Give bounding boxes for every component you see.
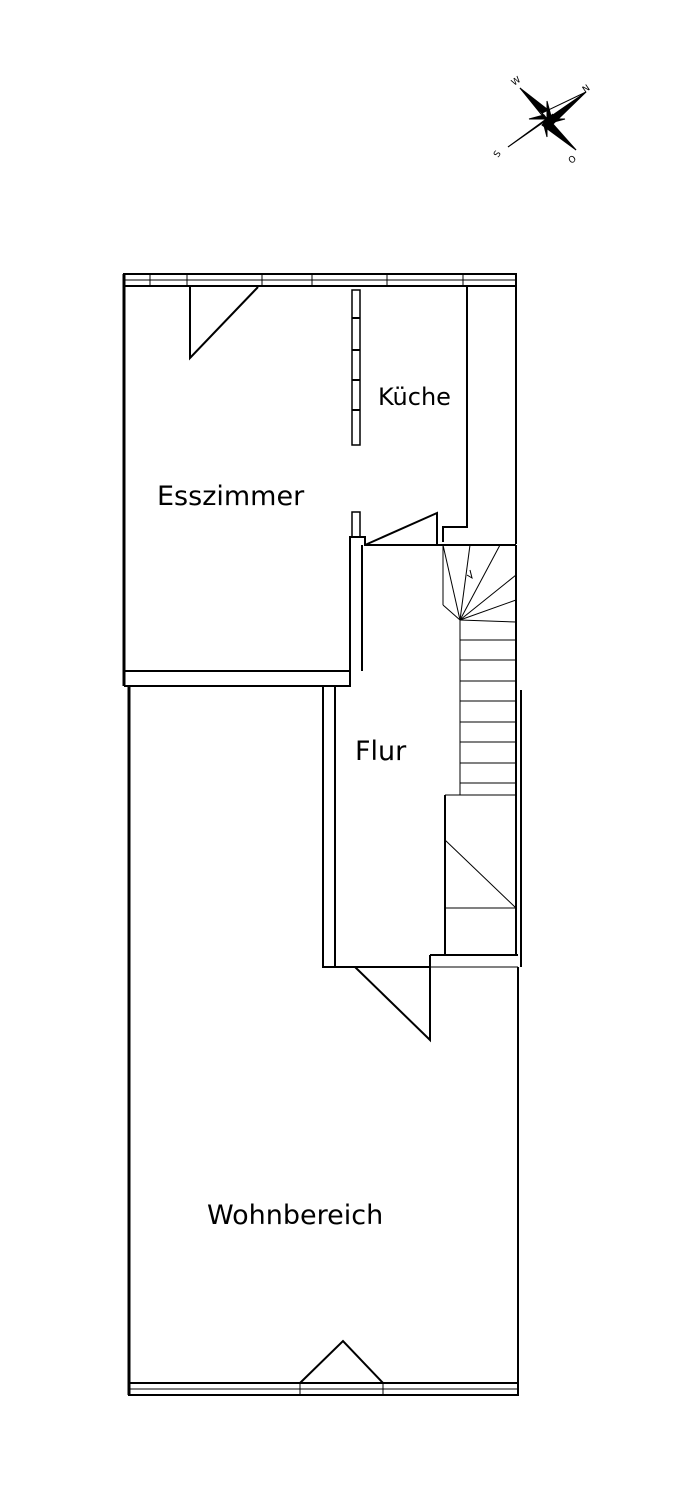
hallway-wall-left (322, 671, 351, 968)
staircase (442, 544, 517, 909)
kitchen-counter (351, 289, 361, 538)
kitchen-door-swing (364, 511, 438, 546)
dining-door-swing (189, 286, 259, 361)
room-label-wohnbereich: Wohnbereich (207, 1200, 383, 1231)
kitchen-wall (442, 286, 468, 542)
terrace-door (299, 1339, 384, 1384)
living-door-swing (354, 966, 431, 1043)
room-label-kueche: Küche (378, 383, 451, 411)
room-label-flur: Flur (355, 736, 407, 767)
dining-wall (124, 536, 443, 672)
compass-w-label: W (510, 75, 523, 88)
compass-s-label: S (492, 149, 504, 160)
compass-needle-icon (507, 87, 587, 151)
compass-n-label: N (581, 83, 592, 95)
doors (189, 286, 438, 1384)
compass-rose: W N S O (492, 75, 592, 166)
walls (122, 273, 522, 1396)
room-label-esszimmer: Esszimmer (157, 481, 305, 512)
compass-o-label: O (567, 154, 579, 166)
